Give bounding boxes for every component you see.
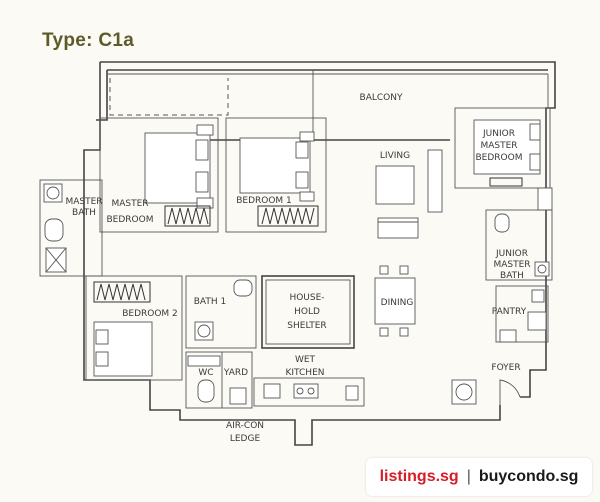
junior-master-bedroom-label-1: JUNIOR — [482, 129, 515, 139]
junior-master-bath-label-3: BATH — [500, 271, 524, 281]
master-bedroom-label-2: BEDROOM — [107, 215, 154, 225]
junior-master-bath-label-2: MASTER — [493, 260, 530, 270]
master-bath-label-2: BATH — [72, 208, 96, 218]
bedroom-2-label: BEDROOM 2 — [122, 309, 178, 319]
foyer-label: FOYER — [491, 363, 520, 373]
aircon-ledge-label-2: LEDGE — [230, 434, 261, 444]
brand-listings: listings.sg — [379, 468, 459, 485]
master-bedroom-room — [99, 117, 219, 233]
junior-master-bath-label-1: JUNIOR — [495, 249, 528, 259]
wet-kitchen-area — [253, 377, 365, 407]
unit-type-title: Type: C1a — [42, 30, 135, 51]
dining-label: DINING — [381, 298, 414, 308]
bedroom-1-room — [225, 117, 327, 233]
household-shelter-label-2: HOLD — [294, 307, 320, 317]
master-bath-label-1: MASTER — [65, 197, 102, 207]
junior-master-bedroom-label-2: MASTER — [480, 141, 517, 151]
bath-1-room — [185, 275, 257, 349]
wc-label: WC — [198, 368, 213, 378]
bedroom-1-label: BEDROOM 1 — [236, 196, 292, 206]
brand-watermark: listings.sg | buycondo.sg — [366, 458, 592, 496]
brand-buycondo: buycondo.sg — [478, 468, 579, 485]
junior-master-bedroom-room — [454, 107, 553, 211]
junior-master-bath-room — [485, 209, 553, 281]
pantry-label: PANTRY — [492, 307, 527, 317]
wet-kitchen-label-2: KITCHEN — [286, 368, 325, 378]
household-shelter-label-1: HOUSE- — [289, 293, 324, 303]
household-shelter-room — [261, 275, 355, 349]
aircon-ledge-label-1: AIR-CON — [226, 421, 264, 431]
dining-area — [374, 265, 416, 337]
outer-walls — [83, 61, 556, 446]
wet-kitchen-label-1: WET — [295, 355, 316, 365]
yard-label: YARD — [223, 368, 248, 378]
master-bedroom-label-1: MASTER — [111, 199, 148, 209]
bath-1-label: BATH 1 — [194, 297, 226, 307]
living-area — [375, 149, 443, 239]
pantry-foyer-area — [451, 285, 549, 405]
living-label: LIVING — [380, 151, 410, 161]
junior-master-bedroom-label-3: BEDROOM — [476, 153, 523, 163]
brand-separator: | — [466, 468, 471, 485]
bedroom-2-room — [85, 275, 183, 381]
master-bath-room — [39, 179, 103, 277]
yard-wc-area — [185, 351, 253, 409]
balcony-label: BALCONY — [360, 93, 403, 103]
household-shelter-label-3: SHELTER — [287, 321, 326, 331]
